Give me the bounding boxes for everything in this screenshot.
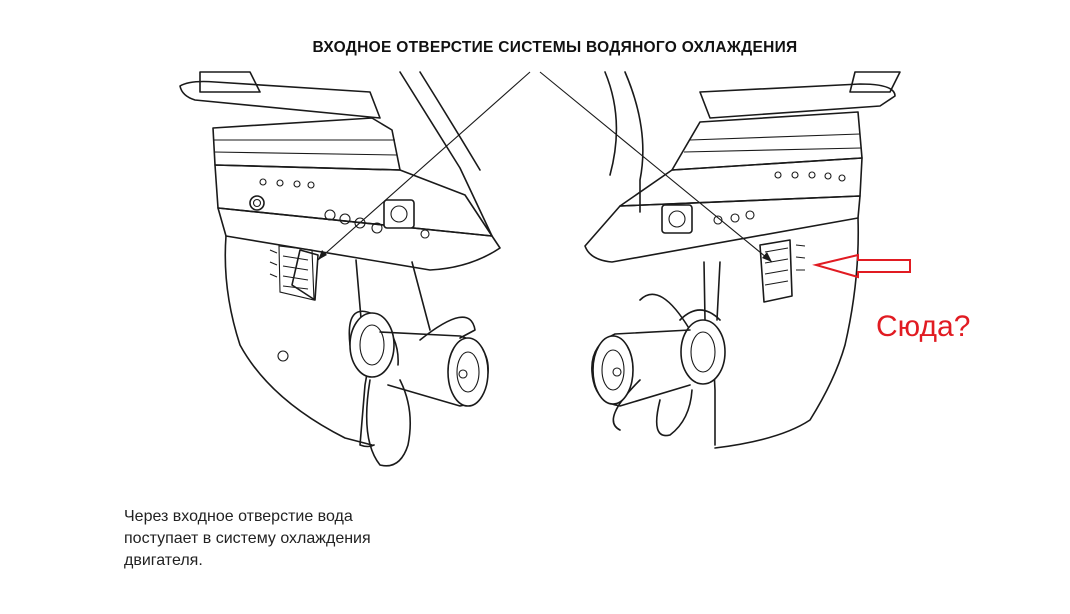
caption-line: поступает в систему охлаждения [124,530,371,547]
leader-line-right [539,71,773,263]
caption-line: двигателя. [124,552,203,569]
annotation-note: Сюда? [876,310,971,343]
leader-lines [317,71,773,263]
leader-line-left [317,71,531,261]
caption-line: Через входное отверстие вода [124,508,353,525]
diagram-title: ВХОДНОЕ ОТВЕРСТИЕ СИСТЕМЫ ВОДЯНОГО ОХЛАЖ… [312,39,798,56]
outboard-lower-unit-left-icon [179,71,501,467]
outboard-lower-unit-right-icon [584,71,901,449]
red-outline-arrow-left-icon [812,253,911,279]
diagram-caption: Через входное отверстие вода поступает в… [124,506,454,572]
